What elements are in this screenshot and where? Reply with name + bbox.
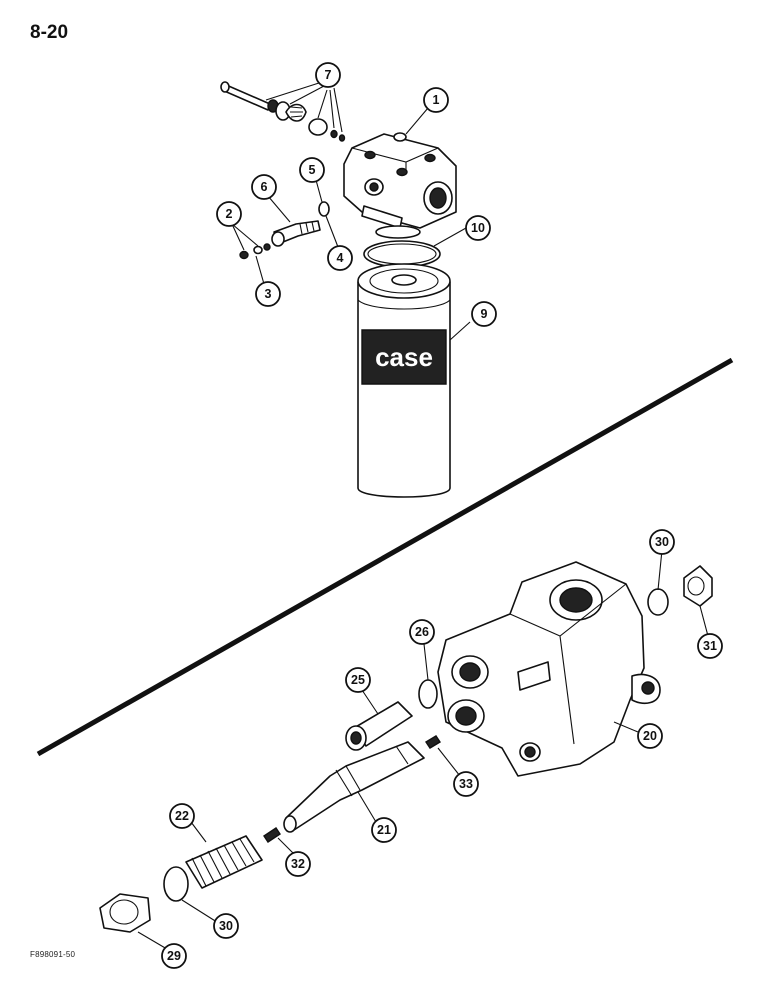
callout-33: 33 bbox=[453, 771, 479, 797]
callout-5: 5 bbox=[299, 157, 325, 183]
callout-circle bbox=[453, 771, 479, 797]
callout-label: 31 bbox=[703, 639, 717, 653]
callout-label: 5 bbox=[309, 163, 316, 177]
callout-circle bbox=[465, 215, 491, 241]
relief-valve-parts bbox=[220, 81, 346, 142]
callout-label: 7 bbox=[325, 68, 332, 82]
filter-indicator bbox=[271, 220, 321, 247]
callout-2: 2 bbox=[216, 201, 242, 227]
callout-circle bbox=[255, 281, 281, 307]
callout-label: 1 bbox=[433, 93, 440, 107]
valve-body bbox=[437, 561, 661, 777]
callout-label: 9 bbox=[481, 307, 488, 321]
fitting-25 bbox=[345, 701, 413, 751]
callout-circle bbox=[299, 157, 325, 183]
set-screw-33 bbox=[425, 735, 441, 749]
filter-brand-label: case bbox=[375, 342, 433, 372]
spool-21 bbox=[283, 741, 425, 833]
callout-30b: 30 bbox=[213, 913, 239, 939]
callout-1: 1 bbox=[423, 87, 449, 113]
filter-seal-10 bbox=[363, 240, 441, 268]
washer-2 bbox=[263, 243, 271, 251]
callout-25: 25 bbox=[345, 667, 371, 693]
callout-label: 2 bbox=[226, 207, 233, 221]
callout-31: 31 bbox=[697, 633, 723, 659]
callout-7: 7 bbox=[315, 62, 341, 88]
o-ring-30-upper bbox=[647, 588, 669, 616]
callout-label: 30 bbox=[219, 919, 233, 933]
callout-21: 21 bbox=[371, 817, 397, 843]
callout-label: 25 bbox=[351, 673, 365, 687]
screw-32 bbox=[263, 827, 281, 843]
callout-label: 21 bbox=[377, 823, 391, 837]
callout-circle bbox=[471, 301, 497, 327]
callout-32: 32 bbox=[285, 851, 311, 877]
callout-circle bbox=[649, 529, 675, 555]
section-divider bbox=[36, 357, 734, 757]
callout-6: 6 bbox=[251, 174, 277, 200]
spring-22 bbox=[185, 835, 263, 889]
o-ring-30-lower bbox=[163, 866, 189, 902]
leader-lines bbox=[137, 81, 709, 953]
nut-2 bbox=[239, 250, 249, 260]
callout-4: 4 bbox=[327, 245, 353, 271]
callout-10: 10 bbox=[465, 215, 491, 241]
callouts: 7 1 5 6 2 10 4 3 9 30 31 26 25 20 33 21 … bbox=[161, 62, 723, 969]
callout-30a: 30 bbox=[649, 529, 675, 555]
callout-label: 26 bbox=[415, 625, 429, 639]
callout-circle bbox=[697, 633, 723, 659]
callout-label: 6 bbox=[261, 180, 268, 194]
callout-label: 32 bbox=[291, 857, 305, 871]
callout-label: 29 bbox=[167, 949, 181, 963]
plug-29 bbox=[99, 893, 151, 933]
callout-9: 9 bbox=[471, 301, 497, 327]
plug-31 bbox=[683, 565, 713, 607]
callout-29: 29 bbox=[161, 943, 187, 969]
o-ring-26 bbox=[418, 679, 438, 709]
callout-label: 4 bbox=[337, 251, 344, 265]
callout-label: 33 bbox=[459, 777, 473, 791]
callout-label: 3 bbox=[265, 287, 272, 301]
callout-circle bbox=[285, 851, 311, 877]
figure-code: F898091-50 bbox=[30, 950, 76, 959]
callout-circle bbox=[327, 245, 353, 271]
callout-circle bbox=[371, 817, 397, 843]
callout-20: 20 bbox=[637, 723, 663, 749]
callout-circle bbox=[169, 803, 195, 829]
callout-circle bbox=[315, 62, 341, 88]
valve-assembly bbox=[99, 561, 713, 933]
callout-label: 22 bbox=[175, 809, 189, 823]
callout-label: 20 bbox=[643, 729, 657, 743]
callout-label: 30 bbox=[655, 535, 669, 549]
callout-22: 22 bbox=[169, 803, 195, 829]
callout-3: 3 bbox=[255, 281, 281, 307]
callout-circle bbox=[345, 667, 371, 693]
callout-label: 10 bbox=[471, 221, 485, 235]
callout-circle bbox=[251, 174, 277, 200]
callout-circle bbox=[216, 201, 242, 227]
page-number: 8-20 bbox=[30, 22, 69, 43]
callout-circle bbox=[161, 943, 187, 969]
filter-cartridge: case bbox=[357, 263, 451, 498]
filter-head-body bbox=[343, 132, 457, 239]
callout-26: 26 bbox=[409, 619, 435, 645]
filter-head-assembly: case bbox=[220, 81, 457, 498]
callout-circle bbox=[423, 87, 449, 113]
washer-3 bbox=[253, 245, 263, 255]
callout-circle bbox=[409, 619, 435, 645]
o-ring-5 bbox=[318, 201, 330, 217]
callout-circle bbox=[637, 723, 663, 749]
callout-circle bbox=[213, 913, 239, 939]
